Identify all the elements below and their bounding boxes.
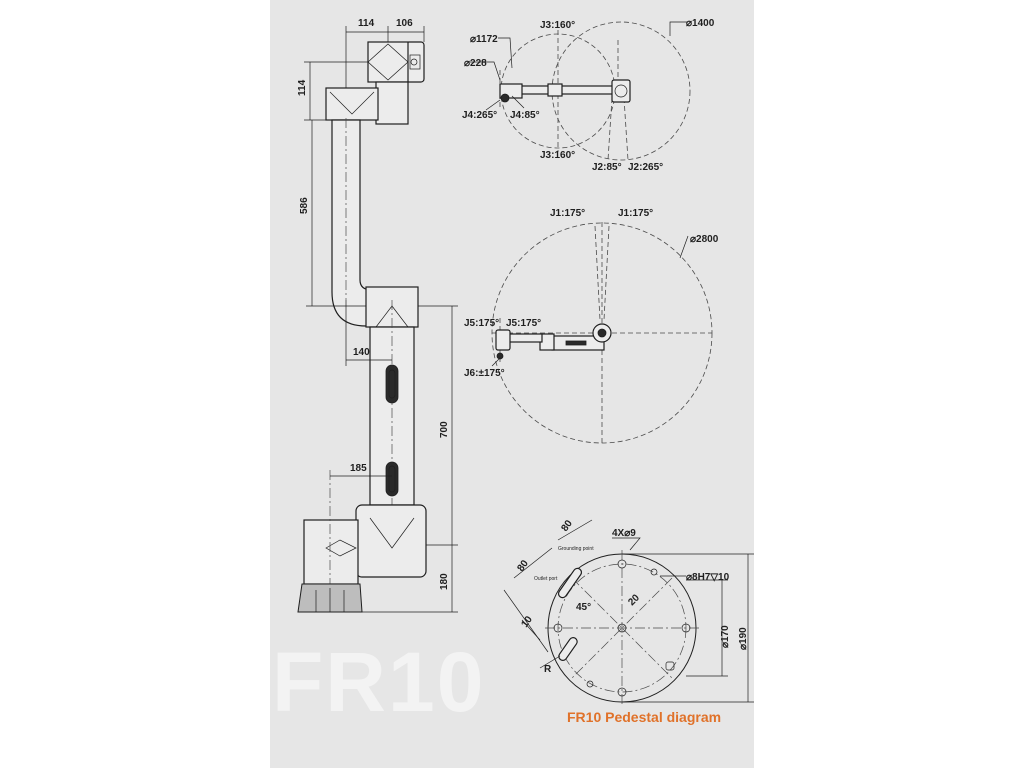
pedestal-view: 80 80 4X⌀9 Grounding point Outlet port ⌀… — [503, 518, 754, 706]
j5-left-label: J5:175° — [464, 318, 499, 329]
base-joint — [303, 519, 359, 585]
mount-hole-bottom — [617, 687, 627, 697]
arm-slot-upper — [385, 364, 399, 404]
mount-hole-right — [681, 623, 691, 633]
pin-hole-label: ⌀8H7▽10 — [686, 572, 730, 583]
wrist-joint-4 — [375, 81, 409, 125]
j4-85-label: J4:85° — [510, 110, 540, 121]
dim-140: 140 — [353, 347, 370, 358]
side-view: 114 106 114 586 140 700 185 180 — [297, 18, 458, 613]
j3-top-label: J3:160° — [540, 20, 575, 31]
top-view-joint-ranges: J3:160° ⌀1172 ⌀228 ⌀1400 J4:265° J4:85° … — [462, 18, 715, 173]
model-watermark: FR10 — [272, 635, 486, 729]
j5-right-label: J5:175° — [506, 318, 541, 329]
wrist-joint-5 — [367, 41, 409, 83]
dim-80-b: 80 — [515, 558, 531, 574]
j1-right-label: J1:175° — [618, 208, 653, 219]
mount-hole-left — [553, 623, 563, 633]
diagram-caption: FR10 Pedestal diagram — [567, 709, 722, 725]
mount-hole-top — [617, 559, 627, 569]
dim-106-top: 106 — [396, 18, 413, 29]
dim-190: ⌀190 — [738, 627, 749, 650]
outlet-port-slot — [557, 567, 583, 599]
j2-265-label: J2:265° — [628, 162, 663, 173]
outlet-port-label: Outlet port — [534, 576, 558, 582]
holes-label: 4X⌀9 — [612, 528, 636, 539]
dim-170: ⌀170 — [720, 625, 731, 648]
j1-left-label: J1:175° — [550, 208, 585, 219]
dim-114-left: 114 — [297, 79, 308, 96]
dia-228-label: ⌀228 — [464, 58, 487, 69]
dia-1400-label: ⌀1400 — [686, 18, 715, 29]
r-label: R — [544, 664, 552, 675]
j6-label: J6:±175° — [464, 368, 505, 379]
dia-2800-label: ⌀2800 — [690, 234, 719, 245]
j2-85-label: J2:85° — [592, 162, 622, 173]
dim-114-top: 114 — [358, 18, 375, 29]
shoulder-joint — [355, 504, 427, 578]
top-arm-link — [519, 85, 621, 95]
arm-slot-lower — [385, 461, 399, 497]
dim-10: 10 — [519, 614, 535, 630]
dim-20: 20 — [626, 592, 642, 608]
grounding-point-label: Grounding point — [558, 546, 594, 552]
dim-180: 180 — [439, 573, 450, 590]
dim-185: 185 — [350, 463, 367, 474]
dia-1172-label: ⌀1172 — [470, 34, 498, 45]
angle-45-label: 45° — [576, 602, 591, 613]
dim-700: 700 — [439, 421, 450, 438]
j3-bottom-label: J3:160° — [540, 150, 575, 161]
top-view-base-rotation: J1:175° J1:175° ⌀2800 J5:175° J5:175° J6… — [464, 208, 719, 445]
dim-586: 586 — [299, 197, 310, 214]
j4-265-label: J4:265° — [462, 110, 497, 121]
wrist-flange — [405, 41, 425, 83]
